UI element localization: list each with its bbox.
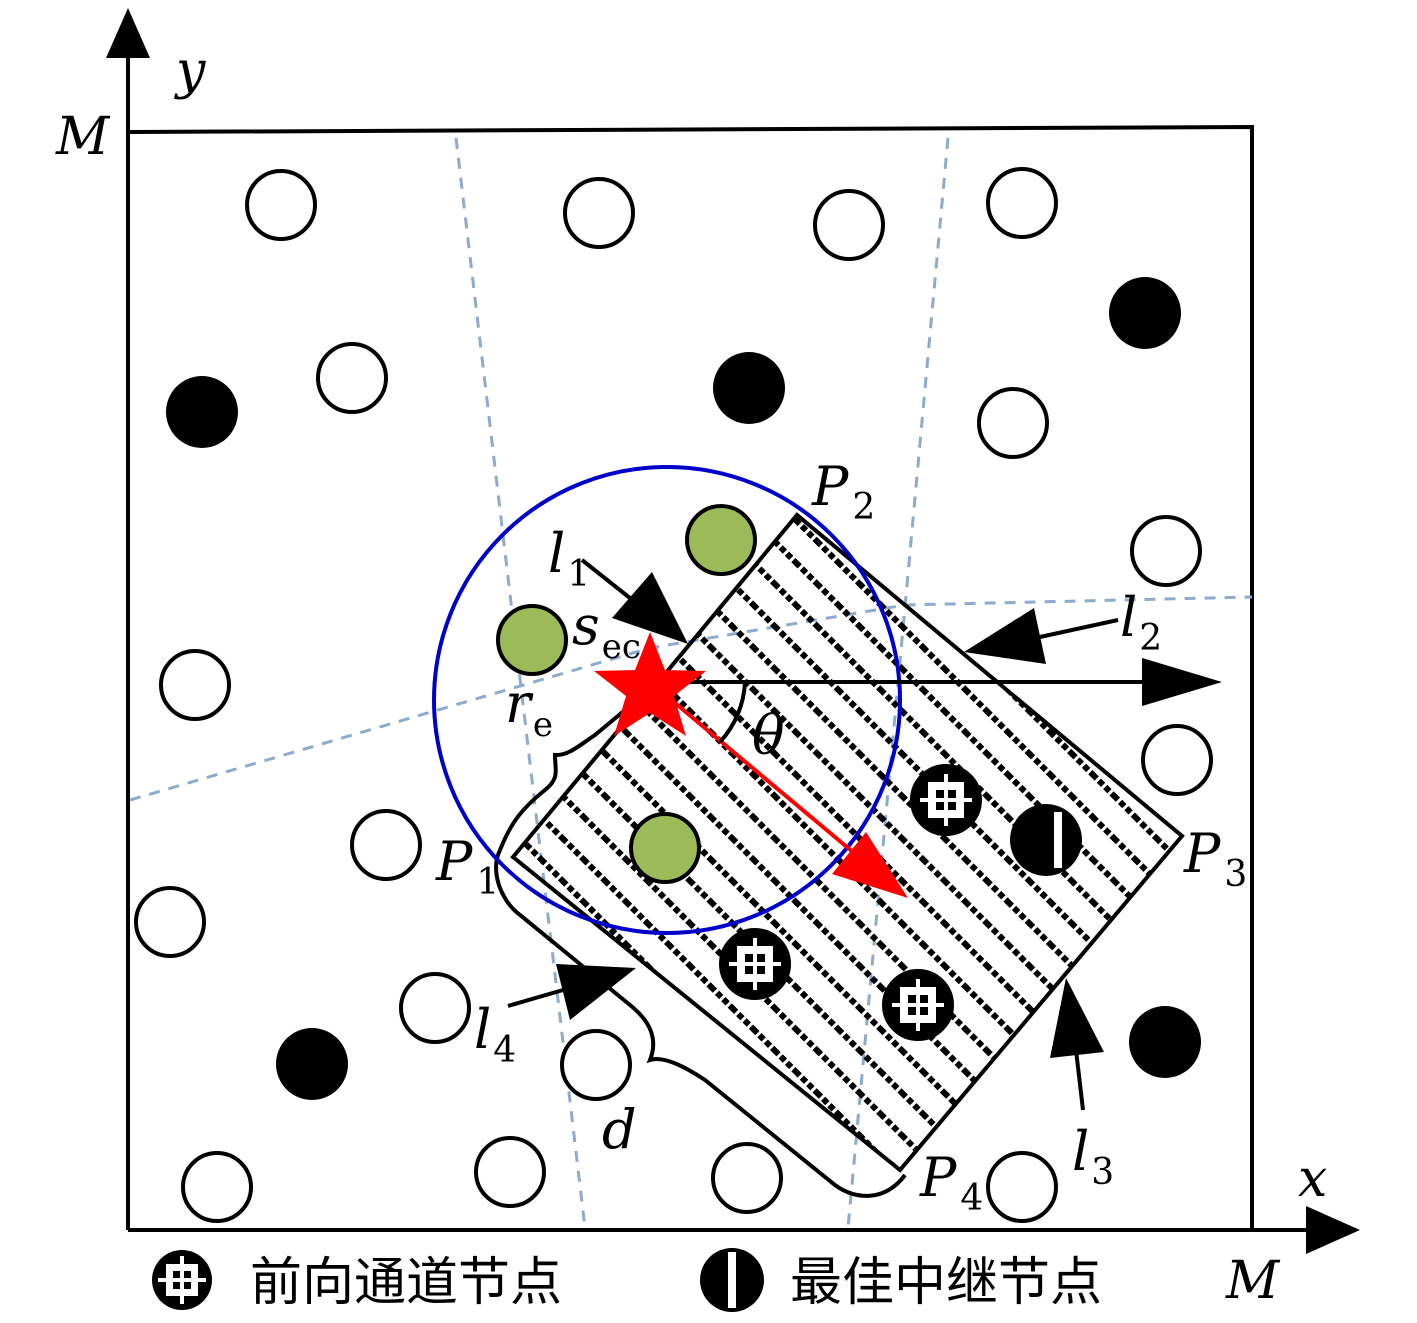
l3-pointer-arrowhead-icon [1050,978,1104,1058]
node [181,1151,253,1223]
node [986,1151,1058,1223]
y-axis-arrow-icon [106,8,150,58]
label-sec: sec [572,594,641,667]
label-re: re [505,672,553,745]
legend: 前向通道节点 最佳中继节点 [152,1248,1102,1313]
forward-channel-nodes [719,764,982,1041]
black-node [1129,1006,1201,1078]
label-d: d [602,1098,637,1161]
label-theta: θ [752,704,785,767]
black-node [276,1028,348,1100]
y-axis-label: y [174,41,206,101]
node [134,886,206,958]
l4-pointer-arrowhead-icon [556,964,636,1020]
legend-forward-channel-label: 前向通道节点 [250,1253,562,1313]
x-axis-label: x [1298,1149,1327,1209]
node [563,177,635,249]
ordinary-nodes [134,167,1213,1223]
channel-brace-d [494,849,907,1198]
communication-range-circle [432,465,902,935]
l3-pointer-line [1074,1049,1085,1111]
forward-channel-node-icon [910,764,982,836]
x-axis-arrow-icon [1306,1206,1360,1254]
velocity-arrowhead-icon [832,832,908,898]
dashed-boundary-left [454,137,587,1229]
node [399,972,471,1044]
legend-best-relay-icon [700,1248,764,1312]
node [350,809,422,881]
neighbor-node [629,812,701,884]
pointer-arrows [507,558,1119,1111]
label-l2: l2 [1120,586,1162,659]
node [977,387,1049,459]
black-node [713,352,785,424]
black-node [1109,277,1181,349]
forward-channel-node-icon [719,928,791,1000]
node [560,1029,632,1101]
x-max-label: M [1225,1251,1281,1311]
node [159,649,231,721]
forward-channel-node-icon [882,969,954,1041]
node [1141,724,1213,796]
dashed-boundary-horizontal [129,595,1253,802]
neighbor-node [496,604,568,676]
l4-pointer-line [507,986,571,1008]
channel-outline [510,512,1185,1173]
node [474,1136,546,1208]
node [316,342,388,414]
node [711,1142,783,1214]
legend-forward-channel-icon [152,1250,212,1310]
label-l4: l4 [474,998,516,1071]
neighbor-node [685,504,757,576]
l1-pointer-arrowhead-icon [612,572,688,644]
best-relay-node-icon [1010,804,1082,876]
neighbor-nodes [496,504,757,884]
l2-pointer-arrowhead-icon [964,608,1046,664]
node [245,169,317,241]
black-nodes [166,277,1201,1100]
axes: y x M M [55,8,1360,1311]
node [1130,515,1202,587]
l2-pointer-line [1039,618,1119,639]
node [986,167,1058,239]
velocity-direction-line [648,680,862,860]
theta-angle-arc [718,681,747,744]
label-l3: l3 [1072,1120,1114,1193]
region-border [127,124,1254,1230]
horizontal-arrowhead-icon [1142,658,1222,706]
source-star-icon [594,632,706,736]
node [813,189,885,261]
label-l1: l1 [548,522,590,595]
channel-brace-re [498,708,627,851]
black-node [166,376,238,448]
legend-best-relay-label: 最佳中继节点 [790,1253,1102,1313]
y-max-label: M [55,107,111,167]
